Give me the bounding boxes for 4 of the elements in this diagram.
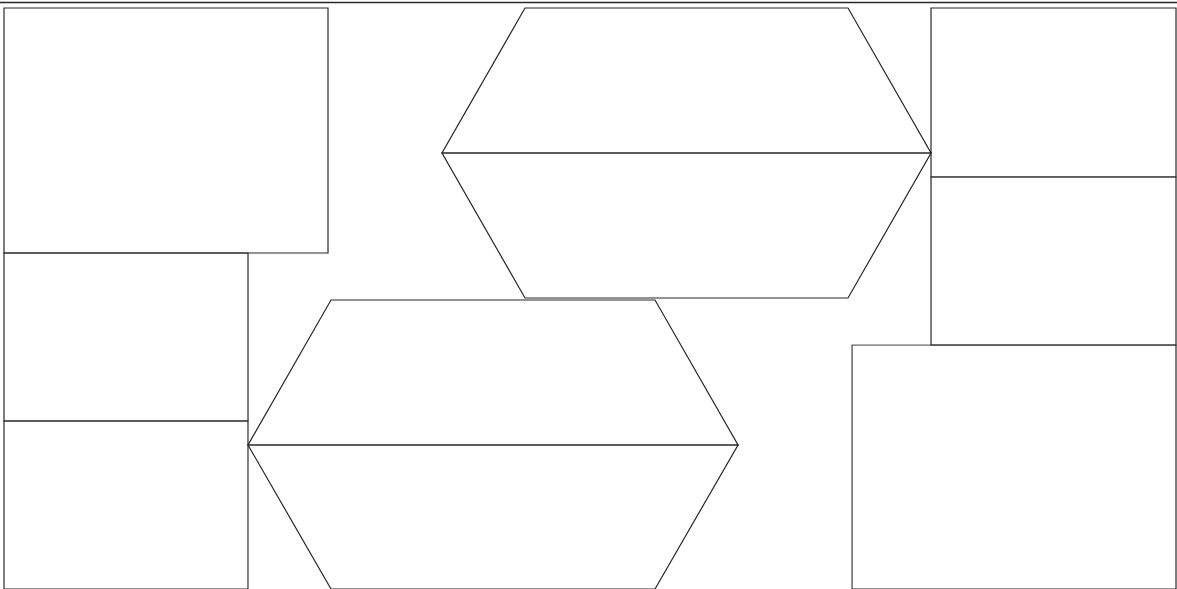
rectangle bbox=[930, 176, 1177, 346]
rectangle bbox=[930, 7, 1177, 178]
rectangle bbox=[3, 7, 329, 254]
rectangle bbox=[3, 252, 249, 422]
